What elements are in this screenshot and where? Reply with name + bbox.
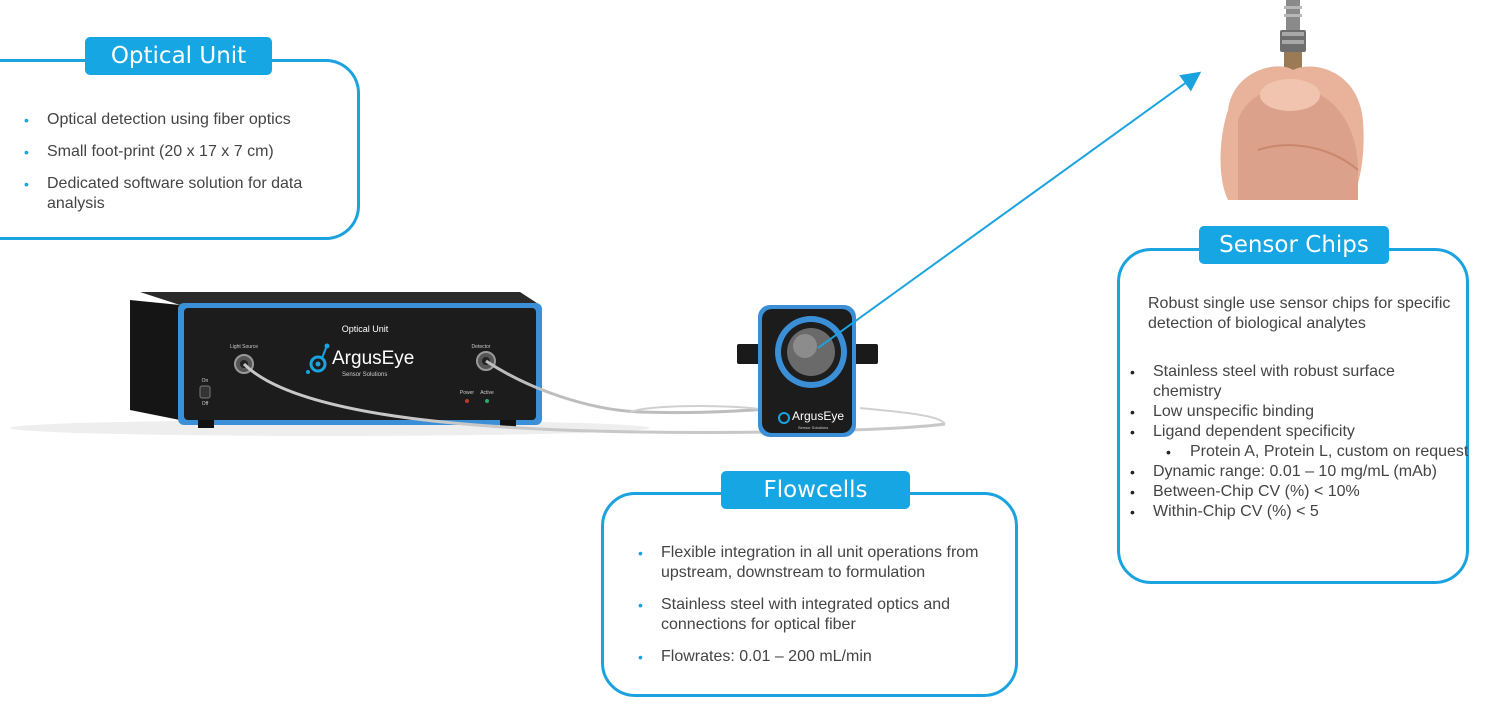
list-item: Within-Chip CV (%) < 5 xyxy=(1130,502,1470,522)
list-item: Ligand dependent specificity xyxy=(1130,422,1470,442)
on-label: On xyxy=(202,378,209,384)
sensor-chip-photo xyxy=(1218,0,1368,200)
list-item: Small foot-print (20 x 17 x 7 cm) xyxy=(24,142,344,162)
arguseye-logo xyxy=(306,343,330,374)
list-item: Flowrates: 0.01 – 200 mL/min xyxy=(638,647,1008,667)
list-item: Dynamic range: 0.01 – 10 mg/mL (mAb) xyxy=(1130,462,1470,482)
active-led xyxy=(485,399,489,403)
detector-port xyxy=(476,351,496,371)
flowcells-title: Flowcells xyxy=(721,471,910,509)
light-source-label: Light Source xyxy=(230,344,258,350)
detector-label: Detector xyxy=(472,344,491,350)
brand-subtitle: Sensor Solutions xyxy=(342,372,387,378)
power-label: Power xyxy=(460,390,475,396)
flowcell-knob xyxy=(787,328,835,376)
active-label: Active xyxy=(480,390,494,396)
list-item: Stainless steel with integrated optics a… xyxy=(638,595,1008,635)
power-led xyxy=(465,399,469,403)
flowcell-brand-subtitle: Sensor Solutions xyxy=(798,425,828,430)
list-item: Between-Chip CV (%) < 10% xyxy=(1130,482,1470,502)
optical-unit-title: Optical Unit xyxy=(85,37,272,75)
brand-name: ArgusEye xyxy=(332,348,414,369)
power-switch xyxy=(199,385,211,399)
flowcells-bullets: Flexible integration in all unit operati… xyxy=(638,543,1008,667)
sensor-chips-bullets: Stainless steel with robust surface chem… xyxy=(1130,362,1470,522)
optical-unit-bullets: Optical detection using fiber optics Sma… xyxy=(24,110,344,214)
flowcell-brand: ArgusEye xyxy=(792,409,844,423)
sensor-chips-title: Sensor Chips xyxy=(1199,226,1389,264)
optical-unit-card: Optical detection using fiber optics Sma… xyxy=(0,59,360,240)
panel-title: Optical Unit xyxy=(342,324,389,334)
sensor-chips-card: Robust single use sensor chips for speci… xyxy=(1117,248,1469,584)
sensor-chips-intro: Robust single use sensor chips for speci… xyxy=(1148,295,1451,332)
off-label: Off xyxy=(202,401,209,407)
list-item: Optical detection using fiber optics xyxy=(24,110,344,130)
list-item: Protein A, Protein L, custom on request xyxy=(1130,442,1470,462)
list-item: Low unspecific binding xyxy=(1130,402,1470,422)
flowcells-card: Flexible integration in all unit operati… xyxy=(601,492,1018,697)
light-source-port xyxy=(234,354,254,374)
list-item: Dedicated software solution for data ana… xyxy=(24,174,344,214)
list-item: Flexible integration in all unit operati… xyxy=(638,543,1008,583)
list-item: Stainless steel with robust surface chem… xyxy=(1130,362,1470,402)
